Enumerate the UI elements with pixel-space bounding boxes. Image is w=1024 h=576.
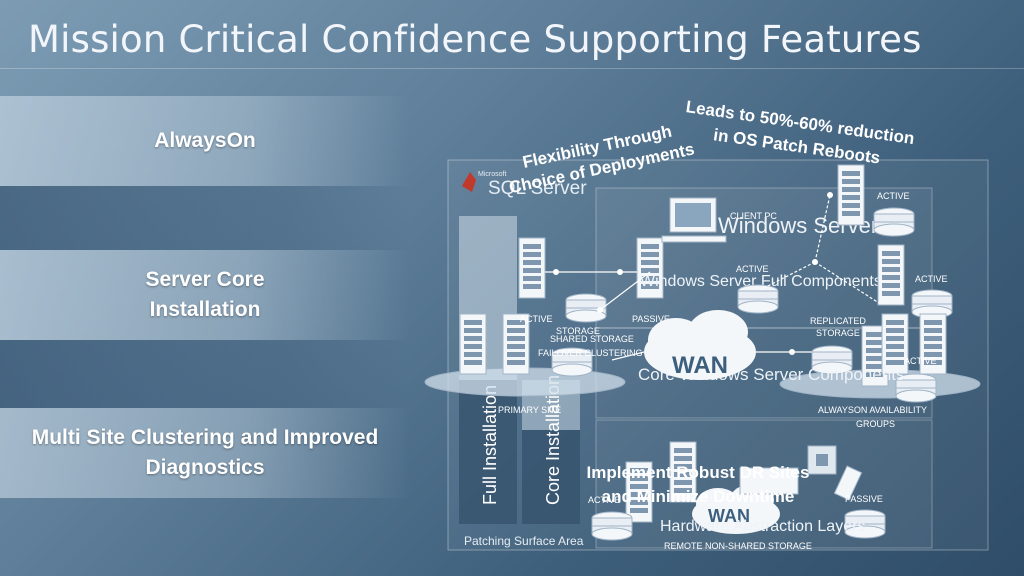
patching-surface-label: Patching Surface Area: [464, 534, 584, 548]
wan-cloud-icon: [644, 310, 756, 380]
shared-storage-label: SHARED STORAGE: [550, 334, 634, 344]
wan-label: WAN: [672, 352, 728, 379]
server-icon: [877, 244, 905, 306]
active-label: ACTIVE: [520, 314, 553, 324]
logo-microsoft: Microsoft: [478, 171, 506, 178]
availability-groups-label-line1: ALWAYSON AVAILABILITY: [818, 405, 927, 415]
feature-label-server-core-line1: Server Core: [145, 268, 265, 291]
full-installation-label: Full Installation: [480, 385, 500, 505]
client-pc-label: CLIENT PC: [730, 211, 777, 221]
feature-label-multisite-line1: Multi Site Clustering and Improved: [31, 426, 379, 449]
feature-label-server-core-line2: Installation: [149, 298, 261, 321]
feature-label-alwayson: AlwaysOn: [154, 129, 256, 152]
storage-icon: [591, 511, 633, 541]
slide-title: Mission Critical Confidence Supporting F…: [28, 18, 922, 61]
active-label: ACTIVE: [904, 356, 937, 366]
failover-clustering-label: FAILOVER CLUSTERING: [538, 348, 643, 358]
memory-module-icon: [833, 465, 863, 501]
replicated-label: REPLICATED: [810, 316, 866, 326]
sql-server-logo-icon: [462, 172, 476, 192]
callout-dr-line2: and Minimize Downtime: [602, 487, 795, 506]
hardware-layers-label: Hardware Abstraction Layers: [660, 518, 865, 535]
feature-band-server-core: Server Core Installation: [0, 250, 410, 340]
primary-site-label: PRIMARY SITE: [498, 405, 561, 415]
server-icon: [459, 313, 487, 375]
server-icon: [837, 164, 865, 226]
feature-band-multisite: Multi Site Clustering and Improved Diagn…: [0, 408, 410, 498]
callout-dr-line1: Implement Robust DR Sites: [587, 463, 810, 482]
feature-label-multisite-line2: Diagnostics: [145, 456, 265, 479]
remote-storage-label: REMOTE NON-SHARED STORAGE: [664, 541, 812, 551]
storage-label: STORAGE: [556, 326, 600, 336]
callout-dr-sites: Implement Robust DR Sites and Minimize D…: [587, 463, 810, 506]
passive-label: PASSIVE: [632, 314, 670, 324]
windows-full-components-label: Windows Server Full Components: [640, 273, 882, 290]
keyboard-icon: [739, 467, 799, 495]
passive-label: PASSIVE: [845, 494, 883, 504]
active-label: ACTIVE: [588, 495, 621, 505]
feature-band-spacer-1: [0, 186, 410, 250]
active-label: ACTIVE: [915, 274, 948, 284]
active-label: ACTIVE: [877, 191, 910, 201]
logo-sql-server: SQL Server: [488, 178, 587, 199]
active-label: ACTIVE: [736, 264, 769, 274]
feature-band-spacer-2: [0, 340, 410, 408]
server-icon: [518, 237, 546, 299]
core-installation-label: Core Installation: [543, 375, 563, 505]
availability-groups-label-line2: GROUPS: [856, 419, 895, 429]
storage-icon: [737, 284, 779, 314]
storage-label: STORAGE: [816, 328, 860, 338]
feature-band-alwayson: AlwaysOn: [0, 96, 410, 186]
storage-icon: [873, 207, 915, 237]
wan-label: WAN: [708, 506, 750, 526]
title-divider: [0, 68, 1024, 69]
